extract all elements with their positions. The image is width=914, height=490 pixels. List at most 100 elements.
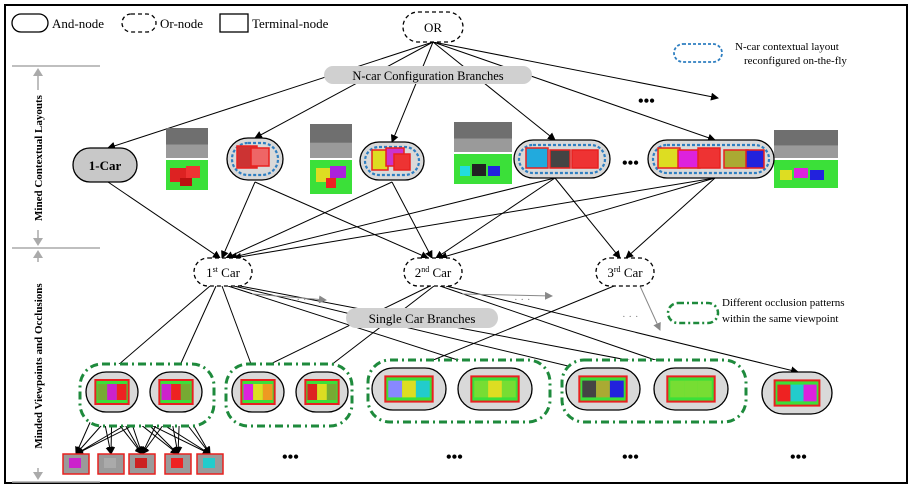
first-car-node: 1st Car	[193, 257, 253, 287]
viewpoint-node-2-part-1	[253, 384, 263, 400]
edge-l5-first	[233, 177, 716, 261]
viewpoint-node-4-part-0	[388, 380, 403, 398]
viewpoint-node-6-terminal	[578, 375, 628, 403]
viewpoint-node-2-terminal	[240, 379, 276, 405]
and-node-legend-label: And-node	[52, 16, 104, 31]
thumb-layout-4-road	[454, 138, 512, 152]
ellipsis-bottom-1: •••	[282, 449, 299, 466]
edge-l4-second	[435, 177, 556, 259]
part-terminal-nodes	[62, 453, 224, 475]
layout-node-2cars-layout-ring	[230, 141, 280, 177]
thumb-layout-3-seg-car-2	[326, 178, 336, 188]
viewpoint-node-0-part-1	[107, 384, 117, 400]
contextual-layout-legend-line2: reconfigured on-the-fly	[744, 55, 847, 67]
occlusion-legend-line1: Different occlusion patterns	[722, 297, 845, 309]
edge-root-3	[432, 41, 716, 142]
contextual-layout-legend: N-car contextual layout reconfigured on-…	[673, 41, 847, 67]
thumb-layout-5-seg-car-1	[794, 168, 808, 178]
viewpoint-node-1-part-1	[171, 384, 181, 400]
layout-node-4cars-layout-ring	[517, 143, 607, 175]
viewpoint-node-8-part-1	[790, 384, 804, 402]
one-car-node: 1-Car	[72, 147, 138, 183]
layout-node-3cars-car-0	[372, 150, 388, 170]
edge-l5-third	[625, 177, 716, 259]
side-axis: Mined Contextual Layouts Minded Viewpoin…	[12, 65, 100, 483]
mined-viewpoints-occlusions-label: Minded Viewpoints and Occlusions	[33, 283, 45, 449]
part-terminal-0-border	[62, 453, 90, 475]
layout-node-4cars-car-0	[526, 148, 548, 168]
viewpoint-and-nodes	[85, 367, 833, 415]
viewpoint-node-1-part-0	[161, 384, 172, 400]
second-car-node: 2nd Car	[403, 257, 463, 287]
layout-node-3cars-terminal-2	[393, 153, 411, 171]
or-node-legend-icon	[121, 13, 157, 33]
layout-node-ncars-car-4	[746, 150, 764, 168]
part-terminal-2-part	[135, 458, 147, 468]
edge-l2-second	[254, 181, 429, 259]
viewpoint-node-0-terminal	[94, 379, 130, 405]
ellipsis-top: •••	[638, 93, 655, 110]
ellipsis-bottom-4: •••	[790, 449, 807, 466]
ellipsis-bottom-2: •••	[446, 449, 463, 466]
thumb-layout-5-seg-car-2	[810, 170, 824, 180]
svg-text:3rd Car: 3rd Car	[607, 265, 643, 280]
edge-l3-second	[391, 181, 433, 259]
thumb-layout-4-seg-car-0	[460, 166, 470, 176]
viewpoint-node-3-part-0	[307, 384, 318, 400]
single-branches-text: Single Car Branches	[369, 311, 476, 326]
edge-l3-first	[225, 181, 393, 259]
edge-first-v2	[221, 285, 256, 373]
edge-second-more	[461, 291, 553, 300]
ellipsis-markers: ••• ••• ••• ••• ••• ••• · · · · · · · · …	[282, 93, 807, 466]
viewpoint-node-5-part-2	[501, 380, 516, 398]
edge-first-v1	[176, 285, 217, 373]
part-terminal-3-part	[171, 458, 183, 468]
edge-l5-second	[439, 177, 716, 260]
edge-l4-first	[229, 177, 556, 261]
viewpoint-node-7-part-1	[684, 380, 698, 398]
edge-root-0	[254, 41, 434, 139]
layout-node-4cars-terminal-1	[549, 149, 571, 169]
layout-node-ncars-terminal-2	[697, 147, 721, 169]
third-car-number: 3	[607, 265, 614, 280]
viewpoint-node-7-part-2	[697, 380, 712, 398]
edge-l4-third	[554, 177, 621, 259]
thumb-layout-5-seg-car-0	[780, 170, 792, 180]
first-car-suffix: st	[213, 265, 219, 274]
ellipsis-small-2: · · ·	[514, 294, 531, 306]
viewpoint-node-4-part-2	[415, 380, 430, 398]
thumb-layout-5-road	[774, 145, 838, 158]
first-car-word: Car	[221, 265, 240, 280]
ellipsis-bottom-3: •••	[622, 449, 639, 466]
third-car-suffix: rd	[614, 265, 621, 274]
viewpoint-node-3-terminal	[304, 379, 340, 405]
layout-node-ncars-car-2	[698, 148, 720, 168]
first-car-number: 1	[206, 265, 213, 280]
layout-and-nodes	[226, 137, 775, 181]
edge-root-onecar	[107, 41, 434, 150]
layout-node-2cars-terminal-1	[250, 147, 270, 167]
second-car-number: 2	[415, 265, 422, 280]
root-or-label: OR	[424, 20, 442, 35]
ellipsis-layouts: •••	[622, 155, 639, 172]
terminal-node-legend-label: Terminal-node	[252, 16, 329, 31]
viewpoint-node-1-part-2	[180, 384, 191, 400]
svg-text:2nd Car: 2nd Car	[415, 265, 452, 280]
viewpoint-node-8-part-2	[803, 384, 817, 402]
config-branches-label: N-car Configuration Branches	[324, 66, 532, 84]
second-car-suffix: nd	[421, 265, 429, 274]
root-or-node: OR	[402, 11, 464, 43]
thumb-layout-4-seg-car-1	[472, 164, 486, 176]
config-branches-text: N-car Configuration Branches	[352, 69, 503, 83]
thumb-layout-2-road	[166, 144, 208, 158]
layout-node-3cars-car-2	[394, 154, 410, 170]
edge-root-4	[432, 41, 719, 101]
viewpoint-node-6-part-2	[609, 380, 624, 398]
layout-node-4cars-car-1	[550, 150, 570, 168]
layout-node-2cars-car-1	[251, 148, 269, 166]
or-node-legend-label: Or-node	[160, 16, 203, 31]
edge-second-v8	[445, 285, 799, 375]
figure-frame	[4, 4, 908, 484]
edge-first-more	[251, 293, 327, 304]
